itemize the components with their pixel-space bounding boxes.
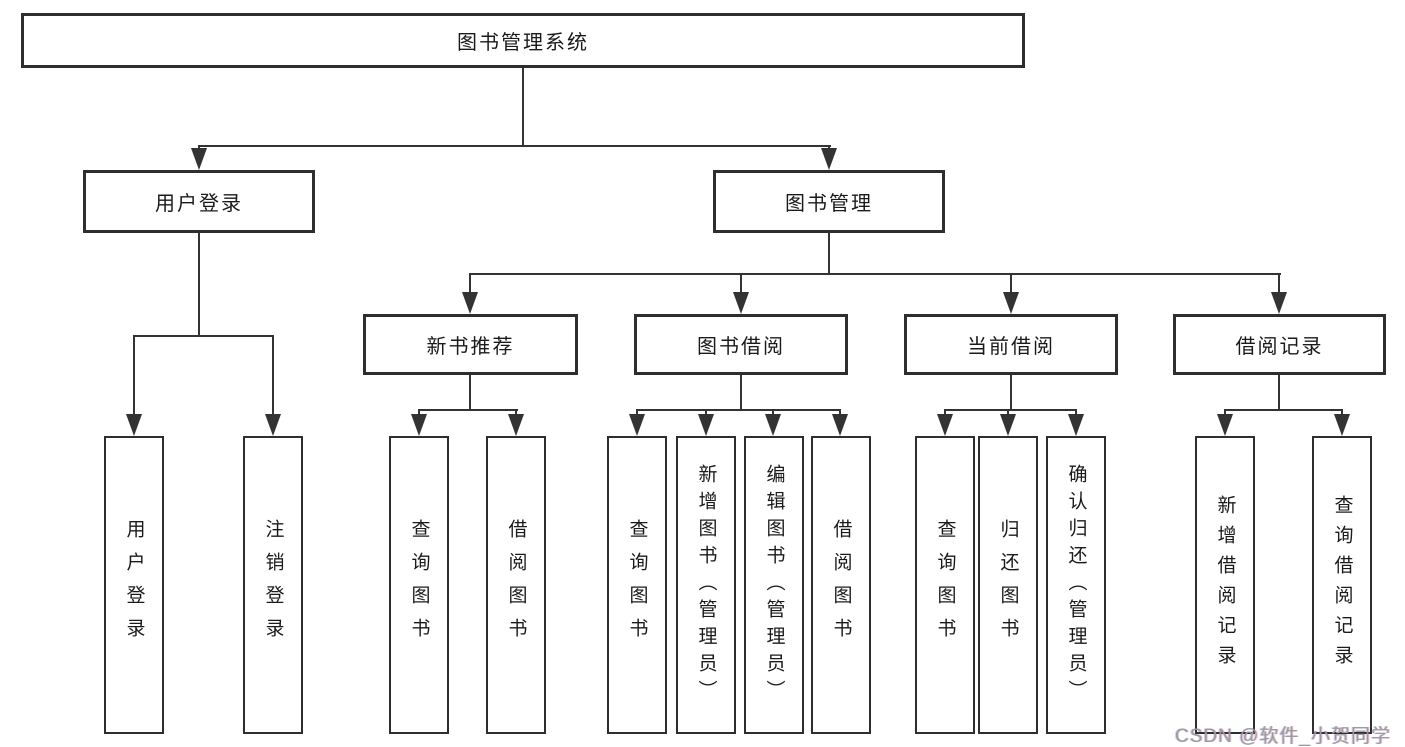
node-label: 当前借阅 [967,336,1055,358]
arrow-down-icon [508,414,524,436]
connector-user-login-branch [133,335,274,337]
arrow-down-icon [1334,414,1350,436]
node-label: 归还图书 [997,519,1019,651]
connector-root-branch [198,145,831,147]
arrow-down-icon [937,414,953,436]
connector-user-login-stem [198,233,200,337]
node-borrow-records: 借阅记录 [1173,314,1386,375]
leaf-query-book-current: 查询图书 [915,436,975,734]
node-library-system: 图书管理系统 [21,13,1025,68]
leaf-borrow-book: 借阅图书 [811,436,871,734]
leaf-add-borrow-record: 新增借阅记录 [1195,436,1255,734]
connector-line [133,335,135,417]
node-label: 新增图书（管理员） [695,463,717,707]
connector-stem [469,375,471,411]
arrow-down-icon [832,414,848,436]
node-label: 查询借阅记录 [1331,495,1353,675]
arrow-down-icon [1271,292,1287,314]
arrow-down-icon [1068,414,1084,436]
leaf-logout: 注销登录 [243,436,303,734]
connector-stem [1010,375,1012,411]
arrow-down-icon [191,148,207,170]
arrow-down-icon [1217,414,1233,436]
connector-stem [1278,375,1280,411]
leaf-return-book: 归还图书 [978,436,1038,734]
node-new-book-recommend: 新书推荐 [363,314,578,375]
node-label: 查询图书 [408,519,430,651]
node-label: 新增借阅记录 [1214,495,1236,675]
connector-branch [1224,409,1343,411]
node-current-borrow: 当前借阅 [904,314,1118,375]
leaf-borrow-book-recommend: 借阅图书 [486,436,546,734]
leaf-query-borrow-record: 查询借阅记录 [1312,436,1372,734]
node-label: 借阅图书 [505,519,527,651]
connector-branch [636,409,841,411]
arrow-down-icon [629,414,645,436]
connector-branch [944,409,1077,411]
arrow-down-icon [462,292,478,314]
arrow-down-icon [733,292,749,314]
arrow-down-icon [1003,292,1019,314]
leaf-confirm-return-admin: 确认归还（管理员） [1046,436,1106,734]
node-label: 用户登录 [155,193,243,215]
leaf-query-book-recommend: 查询图书 [389,436,449,734]
connector-line [1010,273,1012,298]
node-book-borrow: 图书借阅 [634,314,848,375]
connector-book-mgmt-branch [469,273,1281,275]
connector-line [1278,273,1280,298]
arrow-down-icon [411,414,427,436]
arrow-down-icon [126,414,142,436]
connector-branch [418,409,518,411]
leaf-query-book-borrow: 查询图书 [607,436,667,734]
node-user-login: 用户登录 [83,170,315,233]
arrow-down-icon [765,414,781,436]
connector-stem [740,375,742,411]
connector-book-mgmt-stem [828,233,830,275]
connector-line [740,273,742,298]
node-label: 用户登录 [123,519,145,651]
arrow-down-icon [1000,414,1016,436]
node-label: 确认归还（管理员） [1065,463,1087,707]
connector-line [469,273,471,298]
node-label: 图书管理 [785,193,873,215]
arrow-down-icon [821,148,837,170]
node-label: 图书借阅 [697,336,785,358]
leaf-add-book-admin: 新增图书（管理员） [676,436,736,734]
leaf-edit-book-admin: 编辑图书（管理员） [744,436,804,734]
leaf-user-login: 用户登录 [104,436,164,734]
watermark: CSDN @软件_小贺同学 [1175,726,1391,747]
connector-line [272,335,274,417]
node-label: 编辑图书（管理员） [763,463,785,707]
node-book-management: 图书管理 [713,170,945,233]
arrow-down-icon [265,414,281,436]
node-label: 借阅记录 [1235,336,1324,358]
node-label: 图书管理系统 [457,32,589,54]
node-label: 借阅图书 [830,519,852,651]
connector-root-stem [522,68,524,147]
node-label: 新书推荐 [426,336,515,358]
node-label: 查询图书 [626,519,648,651]
node-label: 查询图书 [934,519,956,651]
arrow-down-icon [698,414,714,436]
node-label: 注销登录 [262,519,284,651]
